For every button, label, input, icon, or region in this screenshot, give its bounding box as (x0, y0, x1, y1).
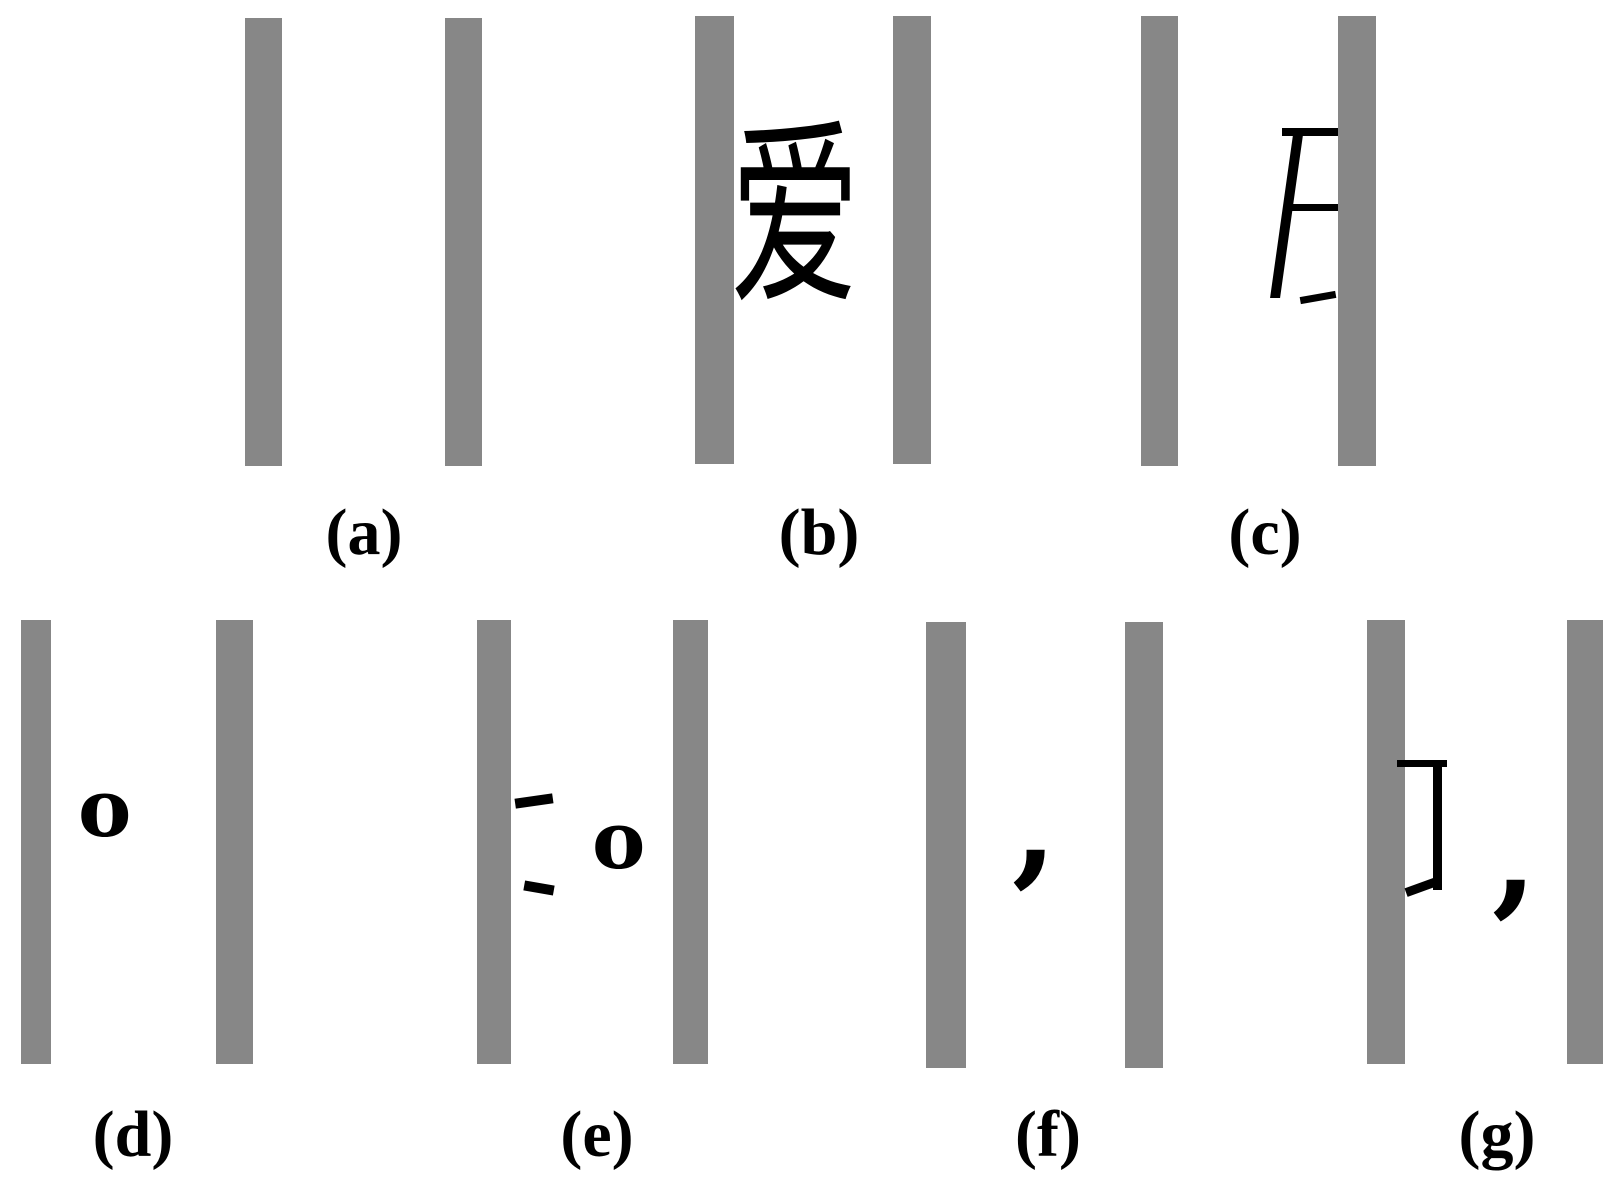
character-glyph: 爱 (730, 101, 861, 334)
column-bar-right (1125, 622, 1163, 1068)
character-fragment (1290, 204, 1338, 211)
panel-label-b: (b) (778, 496, 860, 569)
stroke-fragment (1397, 760, 1447, 767)
punctuation-glyph: o (592, 793, 646, 887)
column-bar-right (893, 16, 931, 464)
panel-label-f: (f) (1015, 1098, 1081, 1171)
panel-label-e: (e) (560, 1098, 634, 1171)
column-bar-left (1367, 620, 1405, 1064)
stroke-fragment (1404, 876, 1442, 897)
stroke-fragment (523, 880, 555, 896)
character-fragment (1299, 290, 1337, 305)
panel-label-c: (c) (1228, 496, 1302, 569)
column-bar-right (1567, 620, 1603, 1064)
punctuation-glyph: , (1012, 748, 1058, 901)
column-bar-left (1141, 16, 1178, 466)
punctuation-glyph: o (78, 761, 132, 855)
column-bar-right (1338, 16, 1376, 466)
column-bar-right (445, 18, 482, 466)
character-fragment (1270, 128, 1304, 298)
panel-label-d: (d) (92, 1098, 174, 1171)
column-bar-right (216, 620, 253, 1064)
stroke-fragment (514, 793, 554, 809)
panel-label-g: (g) (1458, 1098, 1536, 1171)
column-bar-left (245, 18, 282, 466)
panel-label-a: (a) (325, 496, 403, 569)
column-bar-left (477, 620, 511, 1064)
stroke-fragment (1433, 760, 1442, 890)
column-bar-left (695, 16, 734, 464)
column-bar-left (926, 622, 966, 1068)
punctuation-glyph: , (1492, 778, 1538, 931)
column-bar-left (21, 620, 51, 1064)
character-fragment (1282, 128, 1338, 136)
column-bar-right (673, 620, 708, 1064)
